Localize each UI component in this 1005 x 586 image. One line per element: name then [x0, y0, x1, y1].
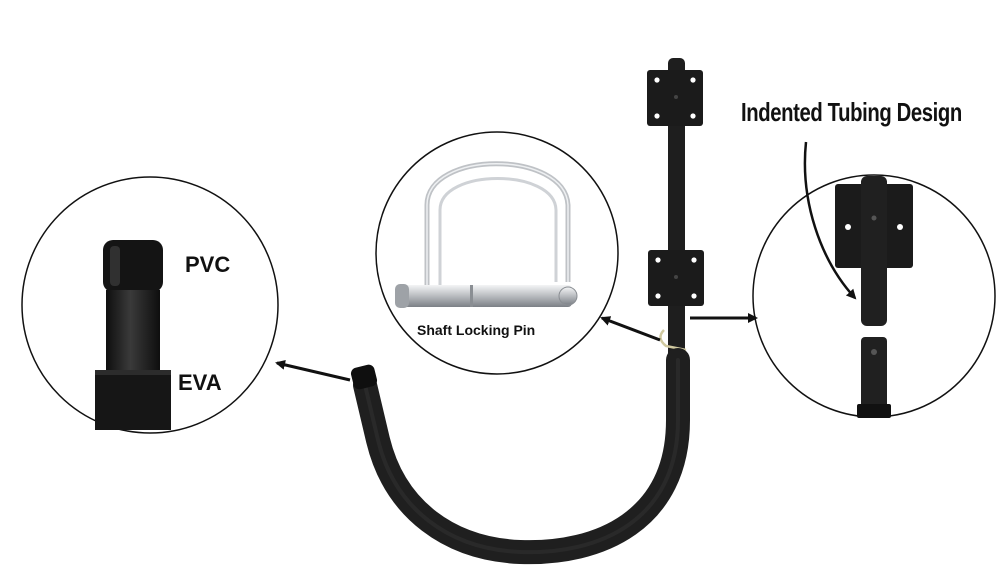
shaft-locking-pin-label: Shaft Locking Pin	[417, 322, 536, 338]
upper-indented-tube	[861, 176, 887, 326]
pvc-eva-detail-circle	[21, 176, 279, 434]
eva-foam-grip	[106, 290, 160, 370]
eva-label: EVA	[178, 370, 222, 395]
wall-hanger	[350, 58, 704, 565]
pvc-label: PVC	[185, 252, 231, 277]
shaft-locking-pin-detail-circle	[375, 131, 619, 375]
arrow-tubing-callout	[803, 141, 857, 300]
arrow-to-pvc-eva	[275, 359, 351, 382]
indented-tubing-detail-circle	[752, 174, 996, 418]
indented-tubing-design-label: Indented Tubing Design	[741, 97, 962, 127]
lower-tube	[861, 337, 887, 411]
pin-shaft	[400, 285, 572, 307]
small-locking-pin	[659, 329, 687, 352]
arm-end-cap	[350, 364, 378, 390]
arrow-to-locking-pin	[600, 316, 661, 342]
